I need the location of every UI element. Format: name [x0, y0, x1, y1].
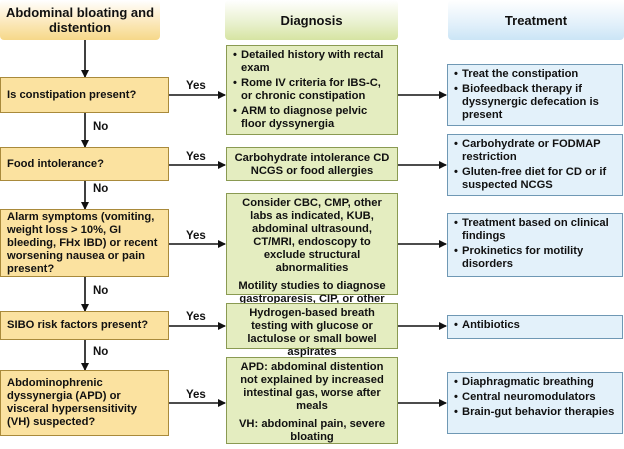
diagnosis-food-intolerance: Carbohydrate intolerance CD NCGS or food… — [226, 147, 398, 181]
treatment-item: Carbohydrate or FODMAP restriction — [454, 138, 616, 164]
yes-label-5: Yes — [186, 389, 206, 401]
diagnosis-item: Rome IV criteria for IBS-C, or chronic c… — [233, 77, 391, 103]
treatment-item: Diaphragmatic breathing — [454, 376, 616, 389]
question-sibo-risk: SIBO risk factors present? — [0, 311, 169, 340]
diagnosis-item: Carbohydrate intolerance CD NCGS or food… — [234, 152, 390, 177]
yes-label-4: Yes — [186, 311, 206, 323]
header-treatment: Treatment — [448, 0, 624, 40]
question-food-intolerance: Food intolerance? — [0, 147, 169, 181]
no-label-4: No — [93, 346, 109, 358]
treatment-item: Brain-gut behavior therapies — [454, 406, 616, 419]
question-text: Food intolerance? — [7, 157, 104, 170]
no-label-3: No — [93, 285, 109, 297]
treatment-item: Treat the constipation — [454, 68, 616, 81]
diagnosis-item: Detailed history with rectal exam — [233, 49, 391, 75]
diagnosis-item: ARM to diagnose pelvic floor dyssynergia — [233, 105, 391, 131]
treatment-item: Prokinetics for motility disorders — [454, 245, 616, 271]
yes-label-2: Yes — [186, 151, 206, 163]
treatment-item: Biofeedback therapy if dyssynergic defec… — [454, 83, 616, 122]
yes-label-1: Yes — [186, 80, 206, 92]
diagnosis-item: VH: abdominal pain, severe bloating — [238, 418, 386, 443]
treatment-item: Antibiotics — [454, 319, 616, 332]
diagnosis-item: APD: abdominal distention not explained … — [240, 361, 384, 412]
treatment-sibo-risk: Antibiotics — [447, 315, 623, 339]
treatment-item: Gluten-free diet for CD or if suspected … — [454, 166, 616, 192]
treatment-item: Treatment based on clinical findings — [454, 217, 616, 243]
question-alarm-symptoms: Alarm symptoms (vomiting, weight loss > … — [0, 209, 169, 277]
treatment-food-intolerance: Carbohydrate or FODMAP restriction Glute… — [447, 134, 623, 196]
yes-label-3: Yes — [186, 230, 206, 242]
header-abdominal-bloating: Abdominal bloating and distention — [0, 0, 160, 40]
question-text: Is constipation present? — [7, 88, 137, 101]
question-text: Alarm symptoms (vomiting, weight loss > … — [7, 210, 158, 275]
diagnosis-sibo-risk: Hydrogen-based breath testing with gluco… — [226, 303, 398, 358]
treatment-constipation: Treat the constipation Biofeedback thera… — [447, 64, 623, 126]
diagnosis-item: Hydrogen-based breath testing with gluco… — [247, 307, 377, 358]
diagnosis-apd-vh: APD: abdominal distention not explained … — [226, 357, 398, 444]
diagnosis-item: Consider CBC, CMP, other labs as indicat… — [242, 197, 382, 274]
question-constipation: Is constipation present? — [0, 77, 169, 113]
no-label-2: No — [93, 183, 109, 195]
diagnosis-constipation: Detailed history with rectal exam Rome I… — [226, 45, 398, 135]
treatment-alarm-symptoms: Treatment based on clinical findings Pro… — [447, 213, 623, 277]
question-apd-vh: Abdominophrenic dyssynergia (APD) or vis… — [0, 370, 169, 436]
treatment-item: Central neuromodulators — [454, 391, 616, 404]
treatment-apd-vh: Diaphragmatic breathing Central neuromod… — [447, 372, 623, 434]
question-text: SIBO risk factors present? — [7, 319, 149, 331]
header-right-text: Treatment — [504, 12, 568, 28]
question-text: Abdominophrenic dyssynergia (APD) or vis… — [7, 377, 137, 428]
diagnosis-alarm-symptoms: Consider CBC, CMP, other labs as indicat… — [226, 193, 398, 318]
header-middle-text: Diagnosis — [280, 12, 343, 28]
header-diagnosis: Diagnosis — [225, 0, 398, 40]
no-label-1: No — [93, 121, 109, 133]
header-left-text: Abdominal bloating and distention — [5, 5, 155, 35]
